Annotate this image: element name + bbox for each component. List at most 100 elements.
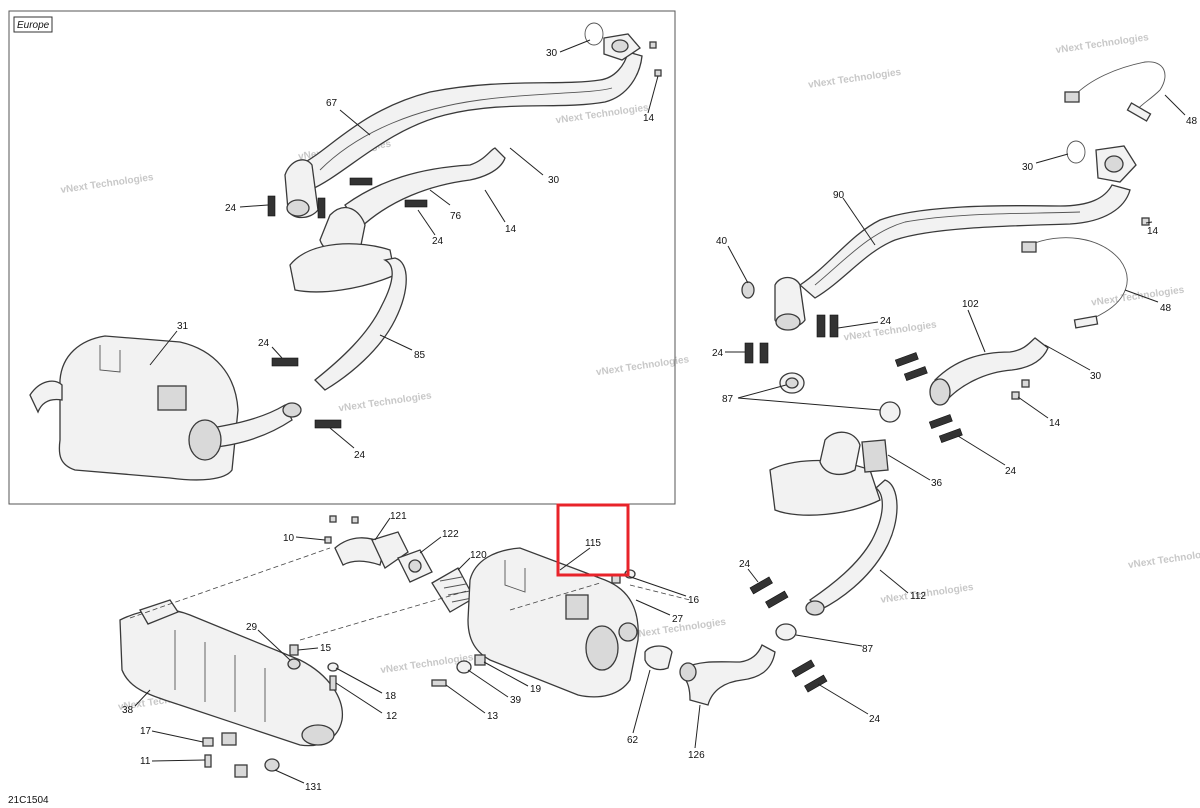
grommet-131 <box>264 758 280 772</box>
heat-shield-ribs <box>174 630 266 722</box>
callout-24: 24 <box>869 714 881 725</box>
callout-24: 24 <box>739 559 751 570</box>
sensor-wire-48 <box>1074 61 1166 113</box>
sensor-connector <box>1064 91 1080 103</box>
nut <box>1021 379 1030 388</box>
callout-18: 18 <box>385 691 397 702</box>
callout-11: 11 <box>140 756 151 767</box>
callout-14: 14 <box>643 113 655 124</box>
nut-14 <box>1141 217 1150 226</box>
clamp-62 <box>644 645 673 671</box>
oxygen-sensor <box>1073 315 1099 329</box>
spring-24 <box>314 419 342 429</box>
callout-16: 16 <box>688 595 700 606</box>
callout-14: 14 <box>505 224 517 235</box>
muffler-bracket <box>99 345 121 373</box>
bolt-13 <box>431 679 447 687</box>
spacer-19 <box>474 654 486 666</box>
callout-122: 122 <box>442 529 459 540</box>
nut-14 <box>1011 391 1020 400</box>
tail-pipe-126 <box>682 644 776 706</box>
spring-24 <box>349 177 373 186</box>
spring-24 <box>938 428 963 443</box>
tail-pipe-85 <box>314 257 407 391</box>
clip <box>234 764 248 778</box>
pipe-end <box>775 313 801 331</box>
oxygen-sensor <box>1126 102 1152 122</box>
spring-24 <box>903 366 928 381</box>
callout-85: 85 <box>414 350 426 361</box>
bolt-12 <box>329 675 337 691</box>
callout-13: 13 <box>487 711 499 722</box>
muffler-115 <box>467 547 639 698</box>
callout-115: 115 <box>585 538 601 549</box>
drawing-code: 21C1504 <box>8 795 49 806</box>
callout-30: 30 <box>548 175 560 186</box>
gasket-87c <box>775 623 797 641</box>
callout-12: 12 <box>386 711 398 722</box>
callout-14: 14 <box>1147 226 1159 237</box>
highlight-box-115 <box>556 503 630 577</box>
spring-24 <box>928 414 953 429</box>
callout-31: 31 <box>177 321 189 332</box>
spring-24 <box>267 195 276 217</box>
bolt-10 <box>351 516 359 524</box>
callout-30: 30 <box>1090 371 1102 382</box>
gasket-30 <box>1066 140 1086 164</box>
pipe-end <box>282 402 302 418</box>
watermark: vNext Technologies <box>880 582 975 606</box>
spring-24 <box>765 590 789 609</box>
callout-29: 29 <box>246 622 258 633</box>
callout-10: 10 <box>283 533 295 544</box>
europe-inset-frame <box>8 10 676 505</box>
callouts: 30 14 67 24 76 30 14 24 31 85 24 24 48 3… <box>122 48 1198 793</box>
flange-port <box>1104 155 1124 173</box>
bolt-11 <box>204 754 212 768</box>
elbow-121 <box>334 537 386 566</box>
inset-parts <box>29 22 662 481</box>
spring-24 <box>894 352 919 367</box>
callout-120: 120 <box>470 550 487 561</box>
sensor-wire-48b <box>1029 237 1128 323</box>
callout-36: 36 <box>931 478 943 489</box>
flange-port <box>611 39 629 53</box>
sensor-connector <box>1021 241 1037 253</box>
pipe-highlight <box>319 87 613 171</box>
heat-shield-port <box>301 724 335 746</box>
callout-19: 19 <box>530 684 542 695</box>
watermark: vNext Technologies <box>1055 32 1150 56</box>
muffler-mount <box>157 385 187 411</box>
gasket-30 <box>584 22 604 46</box>
callout-24: 24 <box>880 316 892 327</box>
heat-shield-38 <box>119 608 344 747</box>
spring-24 <box>804 674 828 693</box>
spring-24 <box>404 199 428 208</box>
header-pipe-90 <box>798 184 1131 299</box>
collector-body <box>289 243 396 293</box>
muffler-bracket <box>504 560 526 593</box>
bolt-10 <box>329 515 337 523</box>
collector-inlet <box>819 431 861 476</box>
nut <box>649 41 657 49</box>
callout-24: 24 <box>354 450 366 461</box>
callout-87: 87 <box>722 394 734 405</box>
callout-131: 131 <box>305 782 322 793</box>
callout-102: 102 <box>962 299 979 310</box>
callout-27: 27 <box>672 614 684 625</box>
callout-24: 24 <box>1005 466 1017 477</box>
callout-126: 126 <box>688 750 705 761</box>
callout-24: 24 <box>225 203 237 214</box>
alignment-line <box>299 589 471 641</box>
callout-112: 112 <box>910 591 926 602</box>
muffler-outlet <box>29 380 63 414</box>
spring-24 <box>744 342 754 364</box>
bushing-40 <box>741 281 755 299</box>
callout-67: 67 <box>326 98 338 109</box>
flex-pipe-rings <box>439 576 473 603</box>
callout-30: 30 <box>546 48 558 59</box>
spring-24 <box>791 659 815 678</box>
pipe-end <box>286 199 310 217</box>
callout-30: 30 <box>1022 162 1034 173</box>
spring-24 <box>759 342 769 364</box>
